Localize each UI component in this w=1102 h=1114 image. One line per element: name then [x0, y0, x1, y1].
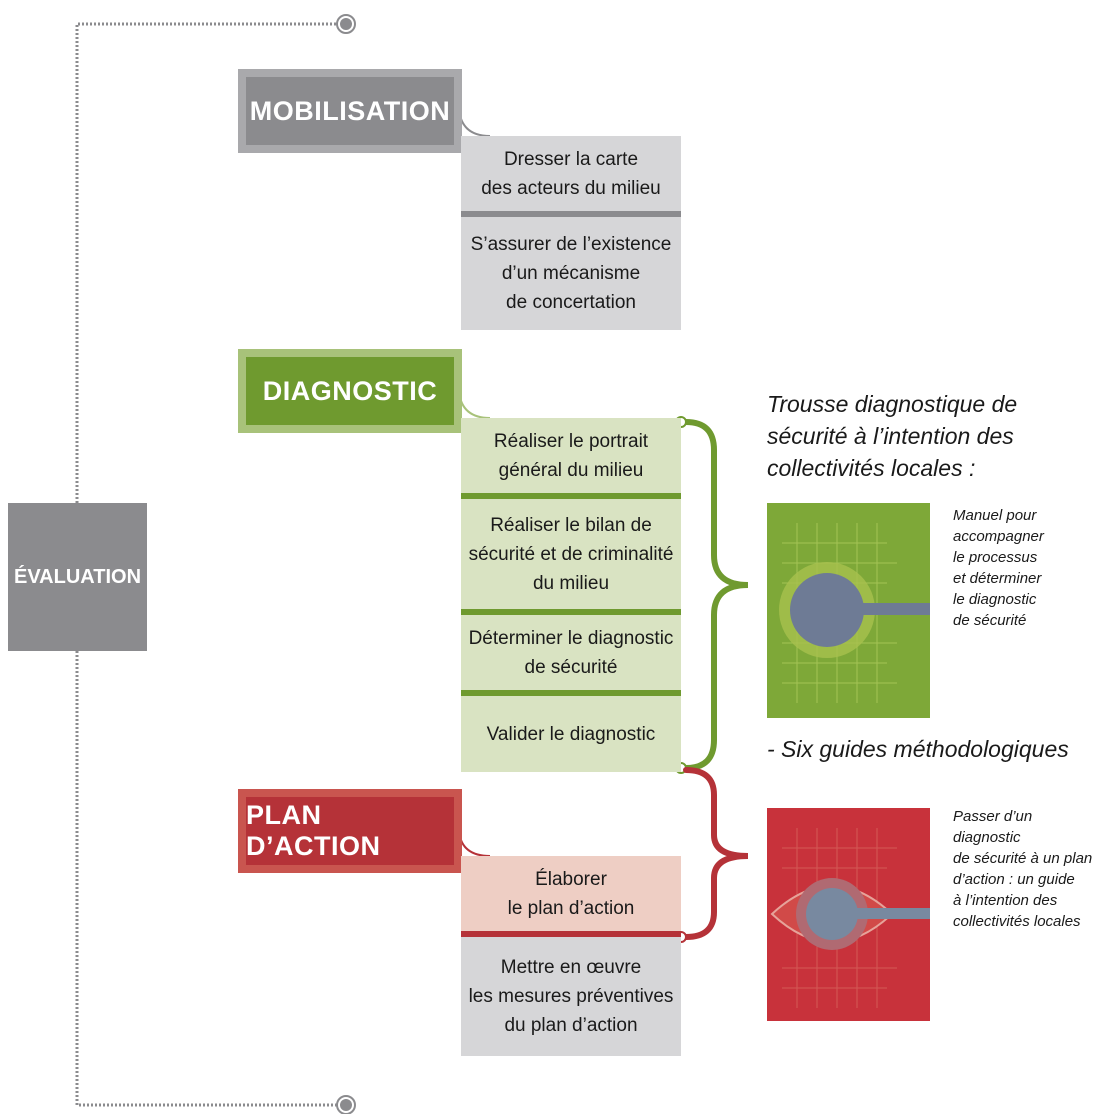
evaluation-label: ÉVALUATION	[13, 565, 142, 588]
plan-step-2: Mettre en œuvre les mesures préventives …	[461, 937, 681, 1056]
diagnostic-step-3: Déterminer le diagnostic de sécurité	[461, 615, 681, 690]
manual-cover-image	[767, 503, 930, 718]
step-text: Valider le diagnostic	[486, 723, 656, 745]
separator	[461, 931, 681, 937]
diagnostic-step-2: Réaliser le bilan de sécurité et de crim…	[461, 499, 681, 609]
mobilisation-curve	[458, 109, 491, 137]
mobilisation-header: MOBILISATION	[238, 69, 462, 153]
loop-dot-icon	[336, 1095, 356, 1114]
mobilisation-step-1: Dresser la carte des acteurs du milieu	[461, 136, 681, 211]
toolkit-title: Trousse diagnostique de sécurité à l’int…	[767, 391, 1018, 481]
manual-caption: Manuel pour accompagner le processus et …	[953, 507, 1044, 629]
step-text: Élaborer le plan d’action	[507, 868, 635, 919]
plan-guide-caption: Passer d’un diagnostic de sécurité à un …	[953, 808, 1093, 930]
diagnostic-step-1: Réaliser le portrait général du milieu	[461, 418, 681, 493]
evaluation-box: ÉVALUATION	[8, 503, 147, 651]
separator	[461, 211, 681, 217]
plan-guide-cover-image	[767, 808, 930, 1021]
plan-title: PLAN D’ACTION	[246, 800, 381, 861]
plan-curve	[458, 831, 491, 857]
loop-dot-icon	[336, 14, 356, 34]
curly-brace-icon	[683, 767, 749, 940]
plan-header: PLAN D’ACTION	[238, 789, 462, 873]
step-text: Réaliser le bilan de sécurité et de crim…	[468, 514, 674, 594]
guides-label: - Six guides méthodologiques	[767, 736, 1069, 762]
step-text: Déterminer le diagnostic de sécurité	[468, 627, 674, 678]
plan-step-1: Élaborer le plan d’action	[461, 856, 681, 931]
mobilisation-title: MOBILISATION	[249, 95, 451, 126]
step-text: Réaliser le portrait général du milieu	[493, 430, 649, 481]
diagnostic-header: DIAGNOSTIC	[238, 349, 462, 433]
separator	[461, 690, 681, 696]
diagnostic-curve	[458, 391, 491, 419]
diagnostic-step-4: Valider le diagnostic	[461, 696, 681, 772]
step-text: S’assurer de l’existence d’un mécanisme …	[470, 234, 672, 313]
curly-brace-icon	[683, 419, 749, 771]
separator	[461, 493, 681, 499]
step-text: Mettre en œuvre les mesures préventives …	[468, 957, 674, 1036]
mobilisation-step-2: S’assurer de l’existence d’un mécanisme …	[461, 217, 681, 330]
diagnostic-title: DIAGNOSTIC	[262, 375, 438, 406]
step-text: Dresser la carte des acteurs du milieu	[481, 148, 661, 199]
separator	[461, 609, 681, 615]
evaluation-loop-line	[75, 22, 340, 1107]
